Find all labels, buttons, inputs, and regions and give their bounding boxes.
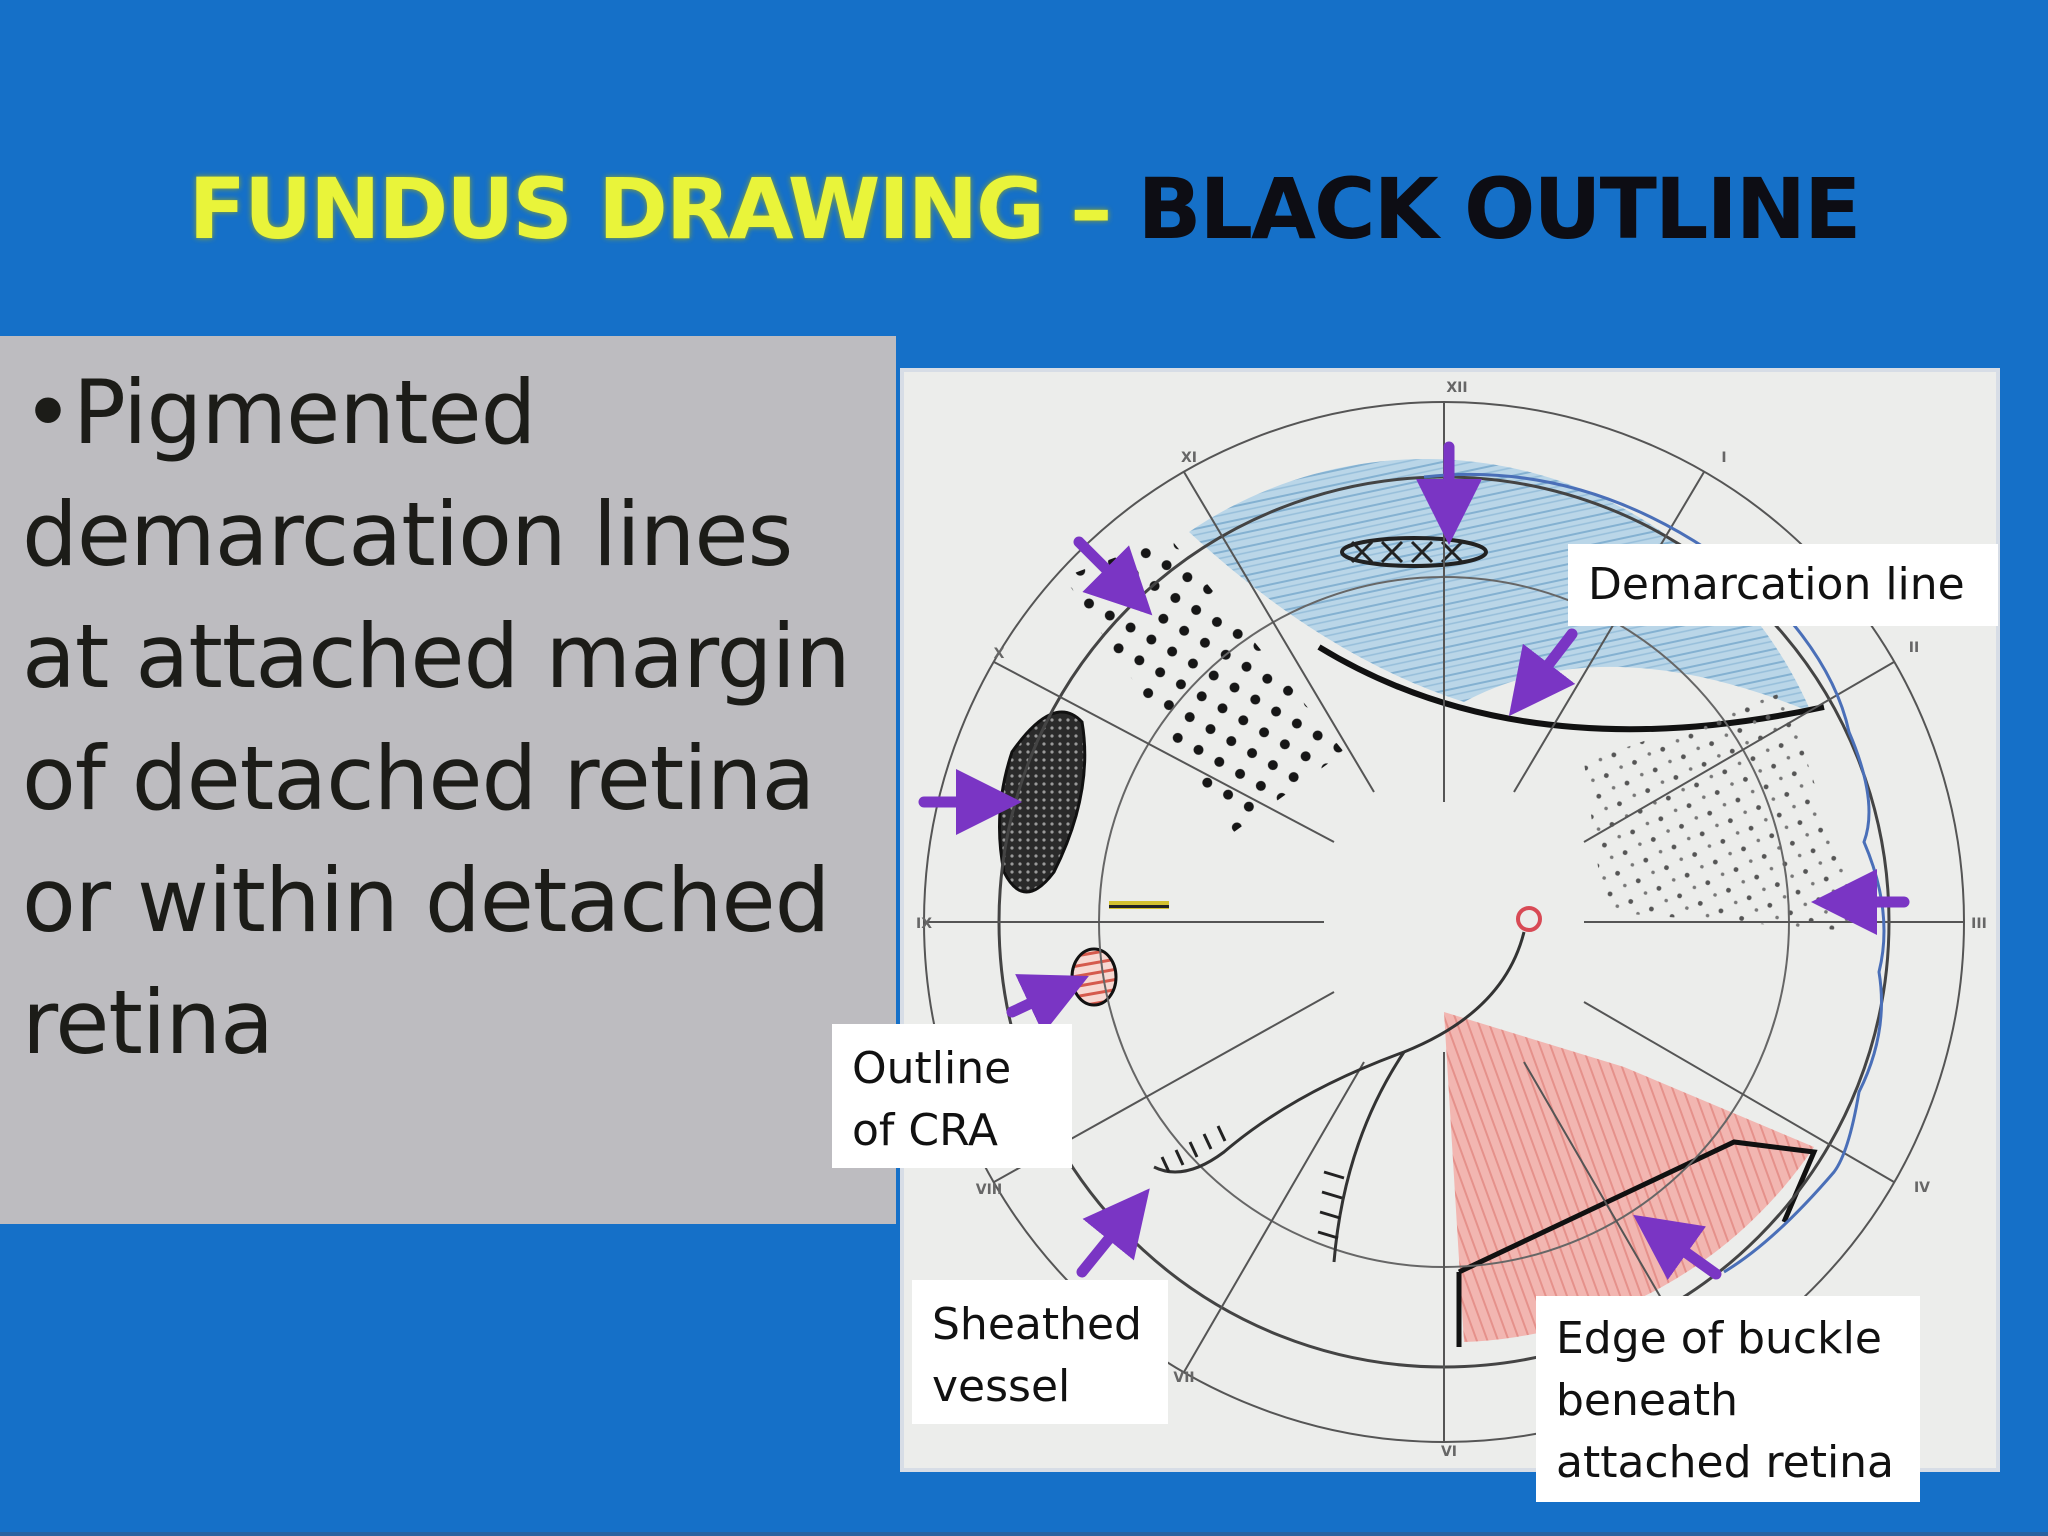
annotation-arrows: [918, 441, 1910, 1281]
label-buckle-line2: beneath: [1556, 1375, 1739, 1426]
label-demarcation-text: Demarcation line: [1588, 559, 1965, 610]
sheathed-vessel-marks: [1160, 1125, 1227, 1173]
clock-label-6: VI: [1441, 1444, 1457, 1460]
fine-dots-sector: [1584, 692, 1864, 932]
arrow-demarcation: [1508, 628, 1578, 717]
text-panel: [0, 336, 896, 1224]
label-demarcation-line: Demarcation line: [1568, 544, 1998, 626]
clock-label-12: XII: [1446, 380, 1467, 396]
clock-label-9: IX: [916, 916, 932, 932]
clock-label-4: IV: [1914, 1180, 1930, 1196]
chain-lesion: [1340, 536, 1488, 568]
clock-label-2: II: [1909, 640, 1919, 656]
arrow-sheathed: [1076, 1188, 1150, 1278]
optic-disc: [1516, 906, 1542, 932]
arrow-buckle: [1633, 1214, 1722, 1281]
label-outline-cra: Outline of CRA: [832, 1024, 1072, 1168]
blood-vessel: [1153, 931, 1526, 1174]
clock-label-3: III: [1971, 916, 1987, 932]
label-sheathed-line2: vessel: [932, 1361, 1071, 1412]
vessel-branch: [1332, 1051, 1406, 1263]
label-sheathed-vessel: Sheathed vessel: [912, 1280, 1168, 1424]
label-sheathed-line1: Sheathed: [932, 1299, 1142, 1350]
label-cra-line1: Outline: [852, 1043, 1012, 1094]
label-buckle-line3: attached retina: [1556, 1437, 1895, 1488]
title-part-black: BLACK OUTLINE: [1137, 160, 1861, 258]
slide-title: FUNDUS DRAWING – BLACK OUTLINE: [0, 160, 2048, 258]
label-cra-line2: of CRA: [852, 1105, 999, 1156]
title-part-yellow: FUNDUS DRAWING –: [188, 160, 1113, 258]
bullet-text: •Pigmented demarcation lines at attached…: [22, 361, 851, 1074]
fundus-diagram-svg: XII I II III IV V VI VII VIII IX X XI: [904, 372, 1996, 1468]
label-edge-of-buckle: Edge of buckle beneath attached retina: [1536, 1296, 1920, 1502]
clock-label-1: I: [1721, 450, 1726, 466]
clock-label-11: XI: [1181, 450, 1197, 466]
clock-label-10: X: [994, 646, 1005, 662]
buckle-edge-outline: [1457, 1139, 1818, 1275]
label-buckle-line1: Edge of buckle: [1556, 1313, 1882, 1364]
detached-retina-red: [1444, 1012, 1814, 1342]
arrow-upper-left: [1073, 536, 1153, 616]
footer-rule: [0, 1532, 2048, 1536]
arrow-cra: [1006, 974, 1089, 1034]
cra-outline-oval: [1070, 947, 1118, 1007]
clock-label-8: VIII: [976, 1182, 1002, 1198]
clock-label-7: VII: [1173, 1370, 1194, 1386]
